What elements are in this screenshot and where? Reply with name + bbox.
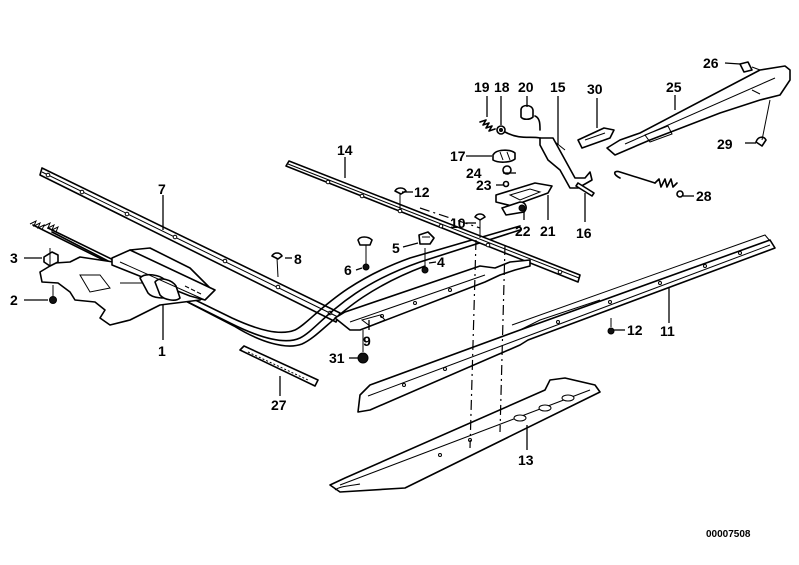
part-6-screw[interactable] — [357, 236, 373, 271]
callout-13[interactable]: 13 — [518, 452, 534, 468]
part-10-screw[interactable] — [474, 213, 486, 238]
part-28-tension-spring[interactable] — [613, 170, 684, 198]
part-11-right-rail[interactable] — [357, 234, 776, 413]
callout-12-upper[interactable]: 12 — [414, 184, 430, 200]
callout-15[interactable]: 15 — [550, 79, 566, 95]
callout-30[interactable]: 30 — [587, 81, 603, 97]
part-2-screw[interactable] — [49, 285, 57, 304]
part-18-washer[interactable] — [496, 125, 506, 135]
part-3-clip-nut[interactable] — [43, 248, 59, 267]
part-16-pin[interactable] — [575, 182, 595, 197]
callout-3[interactable]: 3 — [10, 250, 18, 266]
callout-18[interactable]: 18 — [494, 79, 510, 95]
part-17-clip[interactable] — [492, 149, 516, 163]
part-1-drive-cable-assembly[interactable] — [29, 219, 521, 347]
part-12-screw-lower[interactable] — [607, 318, 615, 335]
part-15-lever-bracket[interactable] — [504, 115, 593, 189]
callout-26[interactable]: 26 — [703, 55, 719, 71]
part-9-guide-plate[interactable] — [334, 259, 531, 331]
part-24-rivet[interactable] — [502, 165, 512, 175]
callout-28[interactable]: 28 — [696, 188, 712, 204]
part-25-lifting-arm[interactable] — [606, 65, 791, 156]
callout-labels: 1 2 3 4 5 6 7 8 9 10 11 12 12 13 14 15 1… — [10, 55, 733, 468]
callout-12-lower[interactable]: 12 — [627, 322, 643, 338]
part-14-cross-rail[interactable] — [285, 160, 581, 283]
callout-31[interactable]: 31 — [329, 350, 345, 366]
callout-27[interactable]: 27 — [271, 397, 287, 413]
part-19-spring[interactable] — [479, 119, 496, 132]
callout-10[interactable]: 10 — [450, 215, 466, 231]
callout-16[interactable]: 16 — [576, 225, 592, 241]
callout-1[interactable]: 1 — [158, 343, 166, 359]
callout-2[interactable]: 2 — [10, 292, 18, 308]
part-23-washer[interactable] — [502, 180, 510, 188]
callout-29[interactable]: 29 — [717, 136, 733, 152]
part-26-screw[interactable] — [739, 61, 761, 73]
part-13-lower-rail[interactable] — [329, 377, 601, 493]
callout-6[interactable]: 6 — [344, 262, 352, 278]
part-20-cap[interactable] — [520, 104, 534, 121]
assembly-lines — [419, 207, 506, 449]
callout-8[interactable]: 8 — [294, 251, 302, 267]
part-4-screw[interactable] — [421, 248, 429, 274]
callout-5[interactable]: 5 — [392, 240, 400, 256]
part-21-slide-plate[interactable] — [495, 182, 553, 207]
callout-17[interactable]: 17 — [450, 148, 466, 164]
callout-7[interactable]: 7 — [158, 181, 166, 197]
part-7-front-rail[interactable] — [39, 167, 341, 323]
callout-22[interactable]: 22 — [515, 223, 531, 239]
part-30-slide-shoe[interactable] — [577, 127, 615, 149]
part-27-seal-strip[interactable] — [239, 345, 319, 387]
part-5-guide-block[interactable] — [418, 231, 435, 245]
callout-14[interactable]: 14 — [337, 142, 353, 158]
callout-21[interactable]: 21 — [540, 223, 556, 239]
callout-25[interactable]: 25 — [666, 79, 682, 95]
callout-11[interactable]: 11 — [660, 323, 675, 339]
leader-lines — [24, 62, 756, 450]
callout-19[interactable]: 19 — [474, 79, 490, 95]
callout-4[interactable]: 4 — [437, 254, 445, 270]
callout-9[interactable]: 9 — [363, 333, 371, 349]
document-number: 00007508 — [706, 529, 751, 540]
callout-24[interactable]: 24 — [466, 165, 482, 181]
part-29-stop[interactable] — [755, 99, 771, 147]
callout-20[interactable]: 20 — [518, 79, 534, 95]
part-8-screw[interactable] — [271, 252, 283, 278]
callout-23[interactable]: 23 — [476, 177, 492, 193]
